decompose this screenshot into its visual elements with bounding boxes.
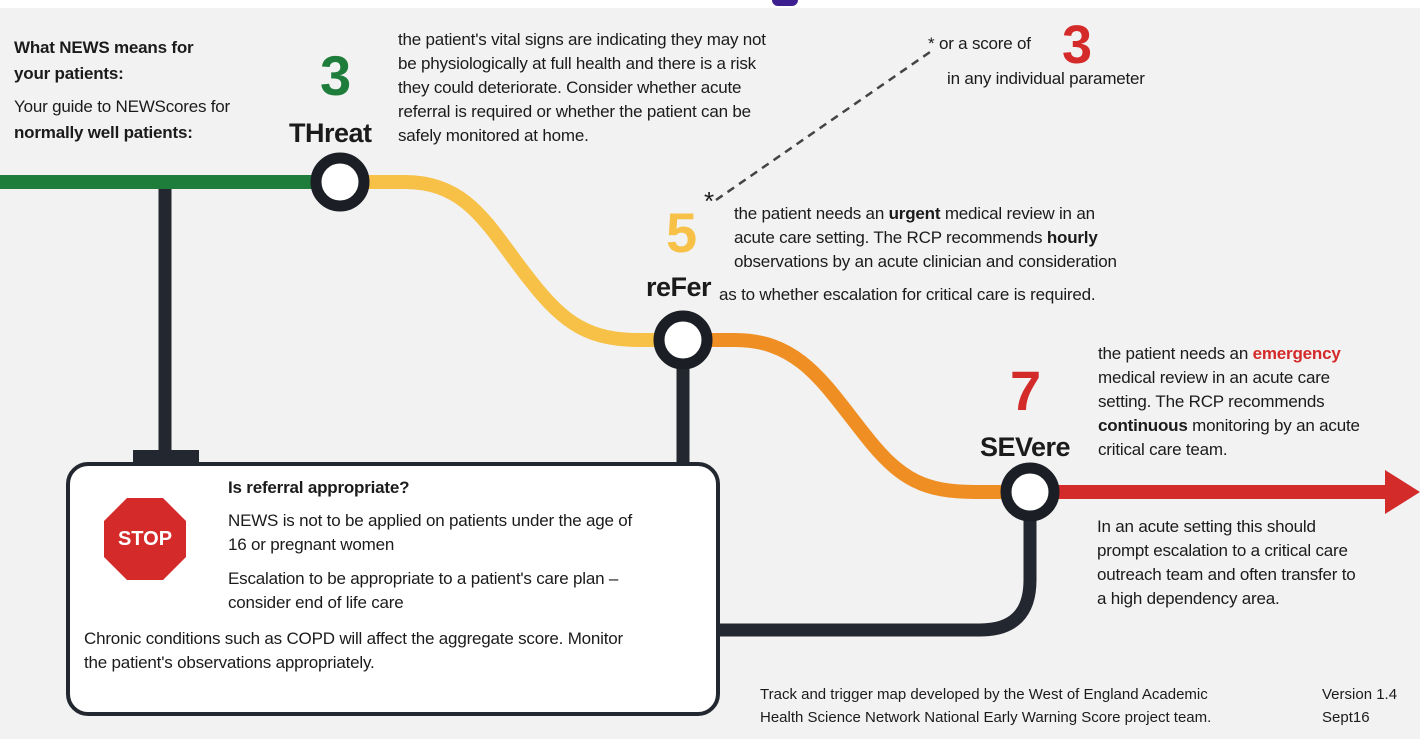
referral-line: Escalation to be appropriate to a patien… (228, 569, 619, 588)
refer-text: observations by an acute clinician and c… (734, 252, 1117, 271)
refer-text: medical review in an (940, 204, 1095, 223)
threat-line: referral is required or whether the pati… (398, 102, 751, 121)
note-dashed-line (715, 50, 931, 202)
severe-text: the patient needs an (1098, 344, 1253, 363)
threat-line: safely monitored at home. (398, 126, 589, 145)
referral-line: consider end of life care (228, 593, 404, 612)
referral-line: 16 or pregnant women (228, 535, 395, 554)
refer-urgent: urgent (888, 204, 941, 223)
note-line2: in any individual parameter (947, 69, 1145, 88)
referral-point-3: Chronic conditions such as COPD will aff… (84, 627, 623, 675)
stop-sign-text: STOP (117, 527, 173, 550)
version-label: Version 1.4 (1322, 686, 1398, 703)
severe-text: medical review in an acute care (1098, 368, 1330, 387)
refer-hourly: hourly (1046, 228, 1098, 247)
threat-score: 3 (320, 44, 352, 107)
severe-escalation: In an acute setting this should prompt e… (1097, 515, 1356, 611)
top-strip (0, 0, 1420, 8)
severe-text: critical care team. (1098, 440, 1228, 459)
severe-description: the patient needs an emergency medical r… (1098, 342, 1360, 462)
referral-line: NEWS is not to be applied on patients un… (228, 511, 633, 530)
severe-emergency: emergency (1252, 344, 1341, 363)
threat-line: they could deteriorate. Consider whether… (398, 78, 742, 97)
severe-return-line (718, 492, 1037, 637)
version-date: Sept16 (1322, 709, 1370, 726)
stop-sign-icon: STOP (96, 490, 194, 588)
station-severe (1000, 462, 1060, 522)
severe-score: 7 (1010, 359, 1042, 422)
note-star: * (704, 186, 715, 216)
red-arrow-head (1385, 470, 1420, 514)
station-threat (310, 152, 370, 212)
referral-point-2: Escalation to be appropriate to a patien… (228, 567, 618, 615)
referral-line: the patient's observations appropriately… (84, 653, 375, 672)
stop-octagon (98, 492, 192, 586)
severe-escalation-line: outreach team and often transfer to (1097, 565, 1356, 584)
refer-text: acute care setting. The RCP recommends (734, 228, 1047, 247)
threat-line: the patient's vital signs are indicating… (398, 30, 766, 49)
drop-line-left-cap (133, 450, 199, 464)
yellow-track (340, 175, 683, 347)
refer-description: the patient needs an urgent medical revi… (734, 202, 1117, 274)
note-score: 3 (1062, 15, 1093, 75)
refer-label: reFer (646, 272, 712, 302)
footer-credit-line: Health Science Network National Early Wa… (760, 709, 1212, 726)
severe-label: SEVere (980, 432, 1071, 462)
severe-text: setting. The RCP recommends (1098, 392, 1325, 411)
severe-text: monitoring by an acute (1187, 416, 1360, 435)
orange-track (683, 333, 1030, 499)
severe-escalation-line: prompt escalation to a critical care (1097, 541, 1348, 560)
referral-heading: Is referral appropriate? (228, 478, 410, 497)
severe-escalation-line: a high dependency area. (1097, 589, 1280, 608)
footer-credit: Track and trigger map developed by the W… (760, 683, 1211, 729)
station-refer (653, 310, 713, 370)
footer-credit-line: Track and trigger map developed by the W… (760, 686, 1208, 703)
severe-escalation-line: In an acute setting this should (1097, 517, 1316, 536)
top-mark (772, 0, 798, 6)
referral-point-1: NEWS is not to be applied on patients un… (228, 509, 632, 557)
note-prefix: * or a score of (928, 34, 1031, 53)
threat-description: the patient's vital signs are indicating… (398, 28, 766, 148)
referral-line: Chronic conditions such as COPD will aff… (84, 629, 623, 648)
threat-line: be physiologically at full health and th… (398, 54, 756, 73)
footer-version: Version 1.4 Sept16 (1322, 683, 1397, 729)
refer-text-last: as to whether escalation for critical ca… (719, 285, 1096, 304)
intro-guide: Your guide to NEWScores for (14, 97, 231, 116)
threat-label: THreat (289, 118, 372, 148)
refer-score: 5 (666, 201, 698, 264)
severe-continuous: continuous (1098, 416, 1188, 435)
intro-well: normally well patients: (14, 123, 193, 142)
intro-title-2: your patients: (14, 64, 124, 83)
intro-title-1: What NEWS means for (14, 38, 194, 57)
refer-text: the patient needs an (734, 204, 889, 223)
